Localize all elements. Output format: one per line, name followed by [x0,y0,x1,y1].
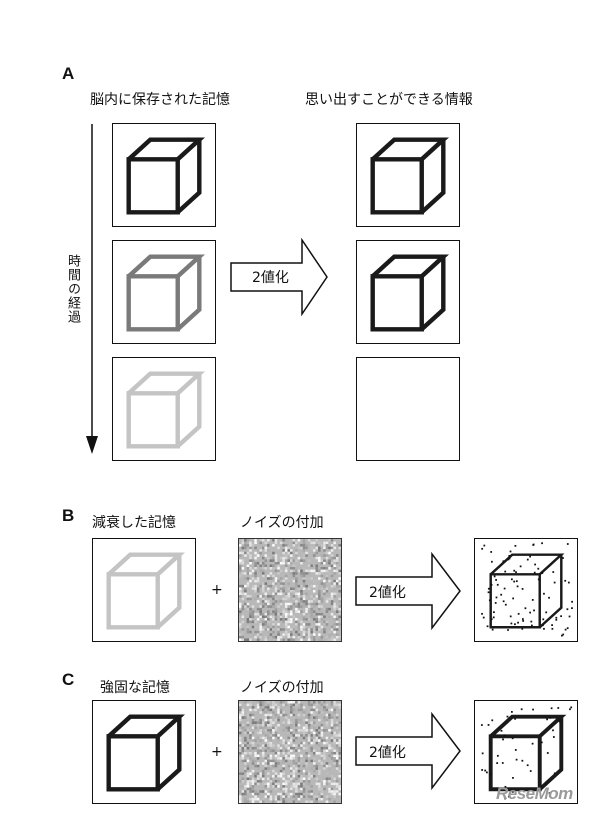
panel-c-letter: C [62,670,75,689]
cube-strong-c [106,714,186,792]
strong-memory-label: 強固な記憶 [100,680,170,696]
binarize-arrow-a [230,238,328,316]
recallable-info-heading: 思い出すことができる情報 [305,92,473,108]
recall-box-2 [356,240,460,344]
stored-memory-heading: 脳内に保存された記憶 [90,92,230,108]
noise-image-b [238,538,342,642]
recall-box-1 [356,123,460,227]
noise-pattern-c [239,701,341,803]
noise-pattern-b [239,539,341,641]
decayed-memory-label: 減衰した記憶 [92,515,176,531]
cube-binarized-noisy-c [480,706,573,800]
binarized-strong-box [474,700,578,804]
binarize-label-a: 2値化 [252,270,289,286]
memory-box-strong [112,123,216,227]
binarize-label-b: 2値化 [369,585,406,601]
recall-box-empty [356,357,460,461]
cube-medium [126,254,206,332]
strong-memory-box [92,700,196,804]
noise-image-c [238,700,342,804]
cube-binarized-noisy-b [481,542,573,637]
cube-strong [126,137,206,215]
panel-b-letter: B [62,506,75,525]
cube-decayed [106,552,186,630]
noise-label-c: ノイズの付加 [240,680,324,696]
resemom-watermark: ReseMom [496,784,573,803]
decayed-memory-box [92,538,196,642]
binarize-arrow-b [355,552,461,630]
time-elapsed-label: 時間の経過 [65,254,80,324]
binarized-decayed-box [474,538,578,642]
memory-box-faint [112,357,216,461]
time-arrow [86,124,98,454]
noise-label-b: ノイズの付加 [240,515,324,531]
cube-recall-1 [370,137,450,215]
plus-sign-b: + [211,582,223,598]
binarize-label-c: 2値化 [369,745,406,761]
binarize-arrow-c [355,712,461,790]
panel-a-letter: A [62,64,75,83]
plus-sign-c: + [211,744,223,760]
cube-recall-2 [370,254,450,332]
memory-box-medium [112,240,216,344]
cube-faint [126,371,206,449]
